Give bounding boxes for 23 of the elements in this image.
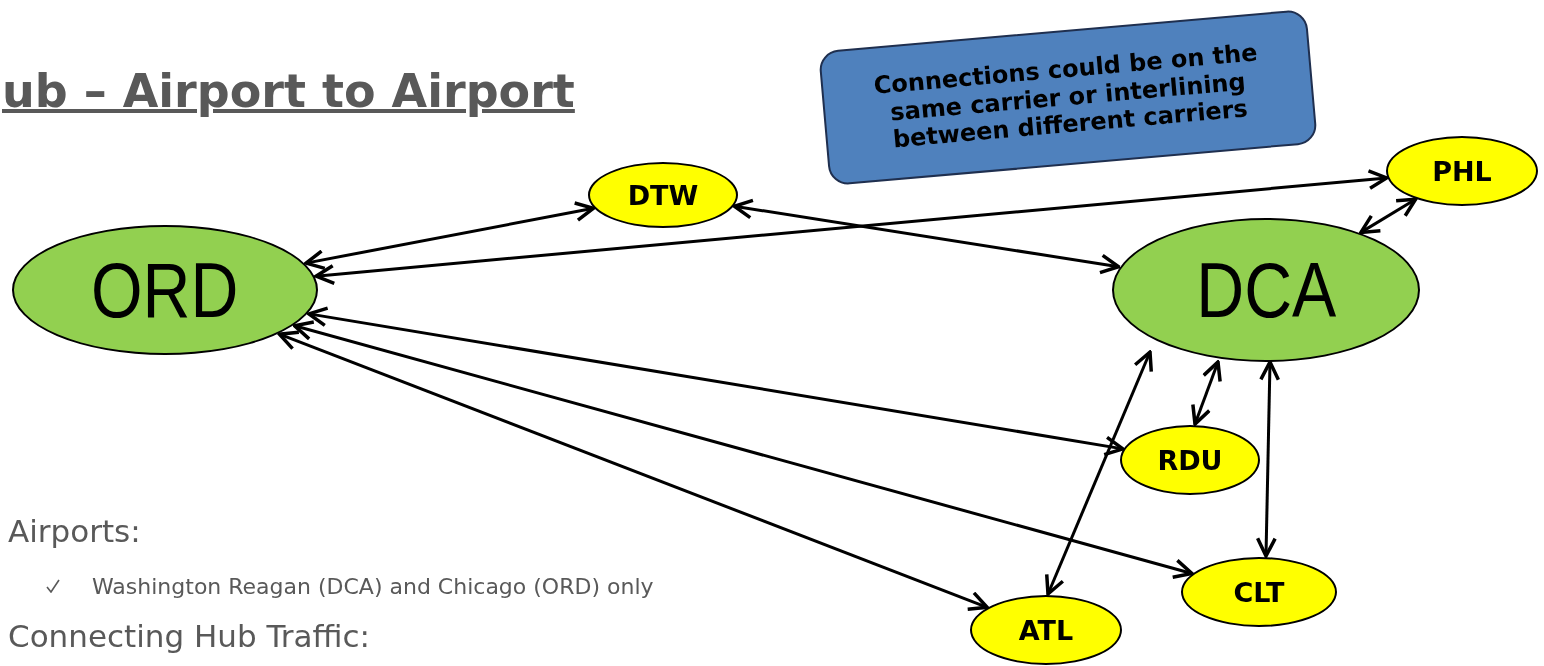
- arrow: [304, 201, 596, 271]
- arrow: [277, 330, 989, 611]
- arrow: [1191, 360, 1222, 426]
- arrow: [314, 169, 1389, 285]
- airport-code: DCA: [1196, 244, 1336, 336]
- arrow: [307, 306, 1125, 457]
- list-heading: Airports:: [8, 513, 141, 549]
- arrow: [1045, 350, 1153, 596]
- airport-code: CLT: [1233, 576, 1285, 608]
- arrow: [292, 320, 1194, 579]
- airport-ellipse: [970, 595, 1122, 665]
- callout-text: Connections could be on the same carrier or interlining between different carriers: [871, 37, 1260, 156]
- section-heading: ub – Airport to Airport: [2, 64, 575, 118]
- arrow: [1255, 360, 1281, 558]
- airport-code: DTW: [627, 179, 699, 211]
- airport-code: PHL: [1432, 155, 1492, 187]
- airport-code: RDU: [1157, 444, 1223, 476]
- arrow: [732, 198, 1121, 275]
- arrow: [1359, 197, 1418, 235]
- list-item: Washington Reagan (DCA) and Chicago (ORD) only: [92, 574, 654, 599]
- airport-code: ORD: [91, 244, 239, 336]
- list-heading: Connecting Hub Traffic:: [8, 618, 371, 654]
- airport-code: ATL: [1018, 614, 1074, 646]
